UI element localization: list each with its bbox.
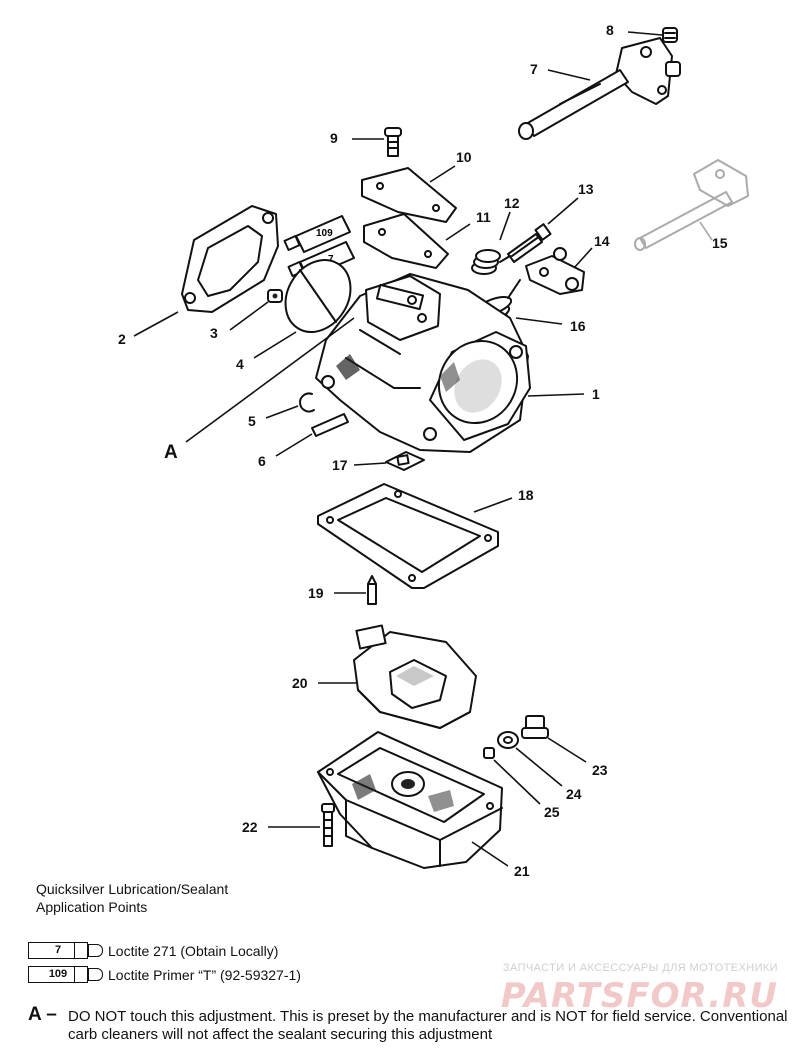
part-9-screw — [384, 127, 402, 157]
leader-14 — [573, 247, 593, 269]
part-24-washer — [497, 731, 519, 749]
part-5-clip — [299, 392, 315, 413]
legend-title-line1: Quicksilver Lubrication/Sealant — [36, 881, 229, 897]
part-23-drain-plug — [521, 715, 549, 739]
leader-21 — [471, 841, 509, 867]
watermark-tagline: ЗАПЧАСТИ И АКСЕССУАРЫ ДЛЯ МОТОТЕХНИКИ — [502, 962, 778, 974]
callout-24: 24 — [566, 786, 582, 802]
callout-3: 3 — [210, 325, 218, 341]
part-22-screw — [321, 803, 335, 847]
legend-item-label: Loctite 271 (Obtain Locally) — [108, 942, 279, 959]
callout-13: 13 — [578, 181, 594, 197]
callout-A: A — [164, 442, 178, 463]
legend-title: Quicksilver Lubrication/Sealant Applicat… — [36, 880, 228, 916]
callout-11: 11 — [476, 209, 491, 225]
tube-7-label: 7 — [328, 254, 334, 265]
leader-1 — [527, 393, 585, 397]
leader-10 — [429, 165, 456, 183]
callout-15: 15 — [712, 235, 728, 251]
tube-icon: 7 — [28, 942, 103, 959]
callout-22: 22 — [242, 819, 258, 835]
tube-code: 7 — [54, 944, 62, 956]
part-25-jet — [483, 747, 495, 759]
legend-title-line2: Application Points — [36, 899, 148, 915]
callout-9: 9 — [330, 130, 338, 146]
callout-4: 4 — [236, 356, 244, 372]
leader-11 — [445, 223, 471, 241]
leader-7 — [547, 69, 591, 81]
part-13-adjust-screw — [499, 223, 552, 263]
leader-18 — [473, 497, 513, 513]
watermark: ЗАПЧАСТИ И АКСЕССУАРЫ ДЛЯ МОТОТЕХНИКИ PA… — [501, 962, 778, 1016]
callout-23: 23 — [592, 762, 608, 778]
callout-19: 19 — [308, 585, 324, 601]
callout-12: 12 — [504, 195, 520, 211]
part-10-plate — [361, 167, 457, 223]
leader-17 — [353, 462, 387, 466]
tube-icon: 109 — [28, 966, 103, 983]
callout-2: 2 — [118, 331, 126, 347]
callout-17: 17 — [332, 457, 348, 473]
leader-A — [185, 317, 355, 443]
callout-7: 7 — [530, 61, 538, 77]
leader-8 — [627, 31, 663, 36]
leader-24 — [515, 747, 563, 787]
leader-4 — [253, 331, 297, 359]
part-2-gasket — [181, 205, 279, 313]
part-7-throttle-shaft — [518, 37, 681, 140]
callout-1: 1 — [592, 386, 600, 402]
part-3-nut — [267, 289, 283, 303]
callout-20: 20 — [292, 675, 308, 691]
leader-13 — [547, 197, 579, 225]
part-19-needle — [367, 575, 377, 605]
part-14-lever — [525, 247, 585, 295]
part-11-plate-gasket — [363, 213, 449, 269]
tube-109-diagram: 109 — [283, 215, 351, 253]
part-15-shaft — [634, 159, 749, 251]
legend-item-label: Loctite Primer “T” (92-59327-1) — [108, 966, 301, 983]
part-12-spring — [471, 249, 501, 275]
tube-109-label: 109 — [316, 228, 333, 239]
part-17-seal — [385, 451, 425, 471]
callout-14: 14 — [594, 233, 610, 249]
callout-21: 21 — [514, 863, 530, 879]
note-text: DO NOT touch this adjustment. This is pr… — [68, 1008, 788, 1043]
callout-16: 16 — [570, 318, 586, 334]
note-letter: A – — [28, 1004, 57, 1025]
legend-item-loctite-271: 7 Loctite 271 (Obtain Locally) — [28, 942, 278, 959]
part-1-carburetor-body — [315, 273, 531, 453]
callout-5: 5 — [248, 413, 256, 429]
leader-25 — [493, 759, 541, 805]
part-8-screw — [662, 27, 678, 43]
leader-3 — [229, 301, 269, 331]
callout-10: 10 — [456, 149, 472, 165]
callout-8: 8 — [606, 22, 614, 38]
part-6-pin — [311, 413, 349, 437]
leader-12 — [499, 211, 511, 241]
callout-18: 18 — [518, 487, 534, 503]
part-4-throttle-disc — [284, 259, 352, 333]
part-21-float-bowl — [317, 731, 503, 869]
callout-6: 6 — [258, 453, 266, 469]
part-20-float — [353, 624, 477, 729]
leader-5 — [265, 405, 299, 419]
leader-6 — [275, 433, 313, 457]
leader-15 — [699, 221, 713, 241]
leader-16 — [515, 317, 563, 325]
callout-25: 25 — [544, 804, 560, 820]
tube-code: 109 — [48, 968, 68, 980]
part-18-bowl-gasket — [317, 483, 499, 589]
legend-item-loctite-primer: 109 Loctite Primer “T” (92-59327-1) — [28, 966, 301, 983]
leader-2 — [133, 311, 179, 337]
watermark-logo: PARTSFOR.RU — [500, 976, 778, 1016]
leader-23 — [547, 737, 587, 763]
